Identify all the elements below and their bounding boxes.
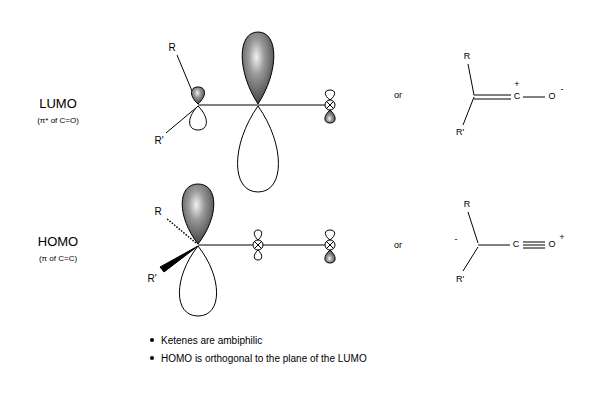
atom-symbol: C — [513, 92, 522, 102]
atom-marker-cross — [255, 242, 262, 249]
substituent-label: R' — [455, 275, 465, 285]
bond-line — [468, 212, 478, 243]
bond-line — [478, 245, 510, 246]
charge-sign: - — [560, 85, 565, 95]
p-orbital-lobe — [325, 250, 335, 263]
p-orbital-lobe — [191, 87, 204, 104]
double-bond-line — [474, 99, 511, 100]
substituent-label: R — [463, 200, 472, 210]
triple-bond-line — [523, 245, 545, 246]
orbital-name: LUMO — [38, 97, 78, 111]
atom-marker-cross — [327, 102, 334, 109]
substituent-label: R — [167, 42, 176, 53]
atom-marker-cross — [327, 242, 334, 249]
orbital-name: HOMO — [37, 235, 79, 249]
atom-symbol: O — [547, 240, 556, 250]
p-orbital-lobe — [179, 246, 216, 316]
atom-marker — [253, 240, 263, 250]
connector-word: or — [393, 91, 403, 101]
bullet-dot — [150, 356, 154, 360]
atom-symbol: O — [547, 92, 556, 102]
charge-sign: + — [558, 233, 565, 243]
bullet-dot — [150, 338, 154, 342]
bond-axis — [198, 105, 330, 106]
p-orbital-lobe — [254, 230, 261, 240]
p-orbital-lobe — [325, 230, 334, 240]
p-orbital-lobe — [325, 90, 334, 100]
atom-marker — [325, 100, 335, 110]
charge-sign: - — [454, 235, 459, 245]
p-orbital-lobe — [254, 250, 261, 260]
p-orbital-lobe — [325, 110, 335, 123]
bond-line — [468, 64, 474, 95]
bond-line — [463, 247, 478, 271]
double-bond-line — [474, 95, 511, 96]
substituent-label: R — [153, 206, 162, 217]
triple-bond-line — [523, 242, 545, 243]
charge-sign: + — [513, 80, 520, 90]
substituent-label: R' — [146, 273, 157, 284]
orbital-description: (π* of C=O) — [36, 117, 80, 126]
p-orbital-lobe — [182, 184, 214, 244]
bond-axis — [198, 245, 330, 246]
p-orbital-lobe — [190, 106, 207, 130]
atom-marker — [325, 240, 335, 250]
bond-line — [523, 97, 545, 98]
bond-line — [463, 97, 474, 125]
atom-symbol: C — [512, 240, 521, 250]
p-orbital-lobe — [242, 32, 274, 104]
p-orbital-lobe — [238, 106, 279, 192]
substituent-label: R' — [455, 128, 465, 138]
substituent-label: R — [463, 52, 472, 62]
substituent-label: R' — [153, 135, 164, 146]
orbital-description: (π of C=C) — [38, 255, 78, 264]
bullet-note: Ketenes are ambiphilic — [160, 335, 263, 346]
bullet-note: HOMO is orthogonal to the plane of the L… — [160, 353, 368, 364]
connector-word: or — [393, 241, 403, 251]
triple-bond-line — [523, 248, 545, 249]
